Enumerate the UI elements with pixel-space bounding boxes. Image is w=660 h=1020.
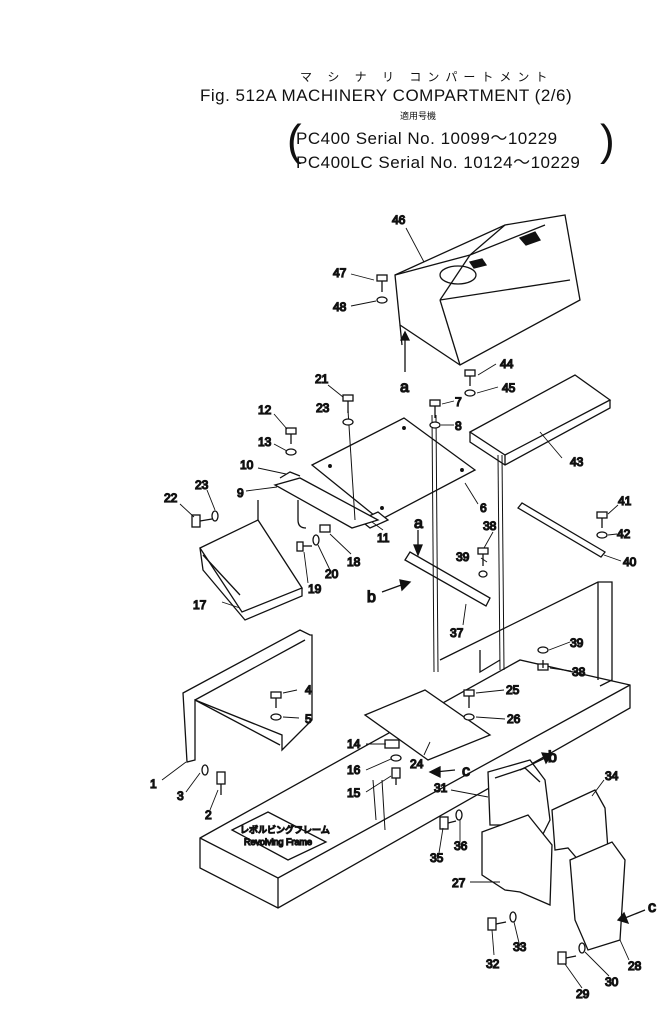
callout-34: 34	[605, 769, 619, 783]
bar-37	[404, 551, 491, 607]
callout-a-mid: a	[414, 515, 423, 532]
callout-27: 27	[452, 876, 466, 890]
callout-37: 37	[450, 626, 464, 640]
callout-14: 14	[347, 737, 361, 751]
callout-13: 13	[258, 435, 272, 449]
serial-bracket-open: (	[287, 116, 302, 165]
callout-8: 8	[455, 419, 462, 433]
callout-38-lower: 38	[572, 665, 586, 679]
serial-range-pc400: PC400 Serial No. 10099～10229	[296, 129, 558, 148]
callout-32: 32	[486, 957, 500, 971]
callout-22: 22	[164, 491, 178, 505]
callout-25: 25	[506, 683, 520, 697]
callout-31: 31	[434, 781, 448, 795]
callout-4: 4	[305, 683, 312, 697]
cover-46	[394, 214, 581, 366]
frame-member-right	[439, 581, 613, 687]
bracket-9	[273, 471, 380, 529]
callout-9: 9	[237, 486, 244, 500]
figure-title: Fig. 512A MACHINERY COMPARTMENT (2/6)	[200, 86, 573, 105]
callout-5: 5	[305, 712, 312, 726]
callout-2: 2	[205, 808, 212, 822]
callout-7: 7	[455, 395, 462, 409]
callout-1: 1	[150, 777, 157, 791]
callout-39-upper: 39	[456, 550, 470, 564]
bar-40	[517, 502, 606, 558]
callout-30: 30	[605, 975, 619, 989]
callout-38-upper: 38	[483, 519, 497, 533]
callout-28: 28	[628, 959, 642, 973]
plate-28	[569, 841, 626, 951]
callout-3: 3	[177, 789, 184, 803]
callout-6: 6	[480, 501, 487, 515]
callout-10: 10	[240, 458, 254, 472]
callout-11: 11	[377, 531, 390, 545]
washer-icon	[201, 296, 608, 954]
arrow-b-right	[519, 752, 554, 771]
callout-23-left: 23	[195, 478, 209, 492]
callout-23-top: 23	[316, 401, 330, 415]
callout-43: 43	[570, 455, 584, 469]
callout-41: 41	[618, 494, 632, 508]
plate-24	[363, 689, 492, 761]
duct-17	[199, 500, 307, 621]
leader-lines	[161, 227, 630, 989]
callout-24: 24	[410, 757, 424, 771]
applicable-models-jp: 適用号機	[400, 111, 437, 121]
diagram-header: マ シ ナ リ コンパートメント Fig. 512A MACHINERY COM…	[0, 0, 660, 180]
callout-18: 18	[347, 555, 361, 569]
callout-19: 19	[308, 582, 322, 596]
bolt-icon	[191, 274, 608, 965]
callout-36: 36	[454, 839, 468, 853]
frame-label-jp: レボルビングフレーム	[240, 824, 330, 835]
callout-20: 20	[325, 567, 339, 581]
arrow-c-right	[616, 909, 646, 925]
callout-48: 48	[333, 300, 347, 314]
callout-12: 12	[258, 403, 272, 417]
callout-17: 17	[193, 598, 207, 612]
callout-47: 47	[333, 266, 347, 280]
plate-27	[481, 814, 553, 906]
callout-15: 15	[347, 786, 361, 800]
arrow-a-top	[399, 330, 411, 372]
frame-label-en: Revolving Frame	[244, 837, 312, 847]
callout-21: 21	[315, 372, 329, 386]
arrow-c-mid	[428, 765, 456, 779]
callout-a-top: a	[400, 379, 409, 396]
arrow-b-left	[381, 579, 412, 593]
callout-39-lower: 39	[570, 636, 584, 650]
callout-35: 35	[430, 851, 444, 865]
callout-c-mid: c	[462, 763, 470, 780]
callout-40: 40	[623, 555, 637, 569]
callout-b-left: b	[367, 589, 376, 606]
callout-29: 29	[576, 987, 590, 1001]
tie-lines	[347, 409, 505, 831]
serial-bracket-close: )	[600, 116, 615, 165]
revolving-frame	[199, 659, 631, 909]
plate-43	[468, 374, 612, 466]
callout-c-right: c	[648, 899, 656, 916]
callout-46: 46	[392, 213, 406, 227]
callout-42: 42	[617, 527, 631, 541]
callout-b-right: b	[548, 749, 557, 766]
callout-26: 26	[507, 712, 521, 726]
callout-44: 44	[500, 357, 514, 371]
callout-33: 33	[513, 940, 527, 954]
callout-16: 16	[347, 763, 361, 777]
arrow-a-mid	[413, 530, 423, 557]
bracket-1	[182, 629, 313, 763]
serial-range-pc400lc: PC400LC Serial No. 10124～10229	[296, 153, 581, 172]
callout-45: 45	[502, 381, 516, 395]
title-japanese: マ シ ナ リ コンパートメント	[300, 70, 554, 84]
